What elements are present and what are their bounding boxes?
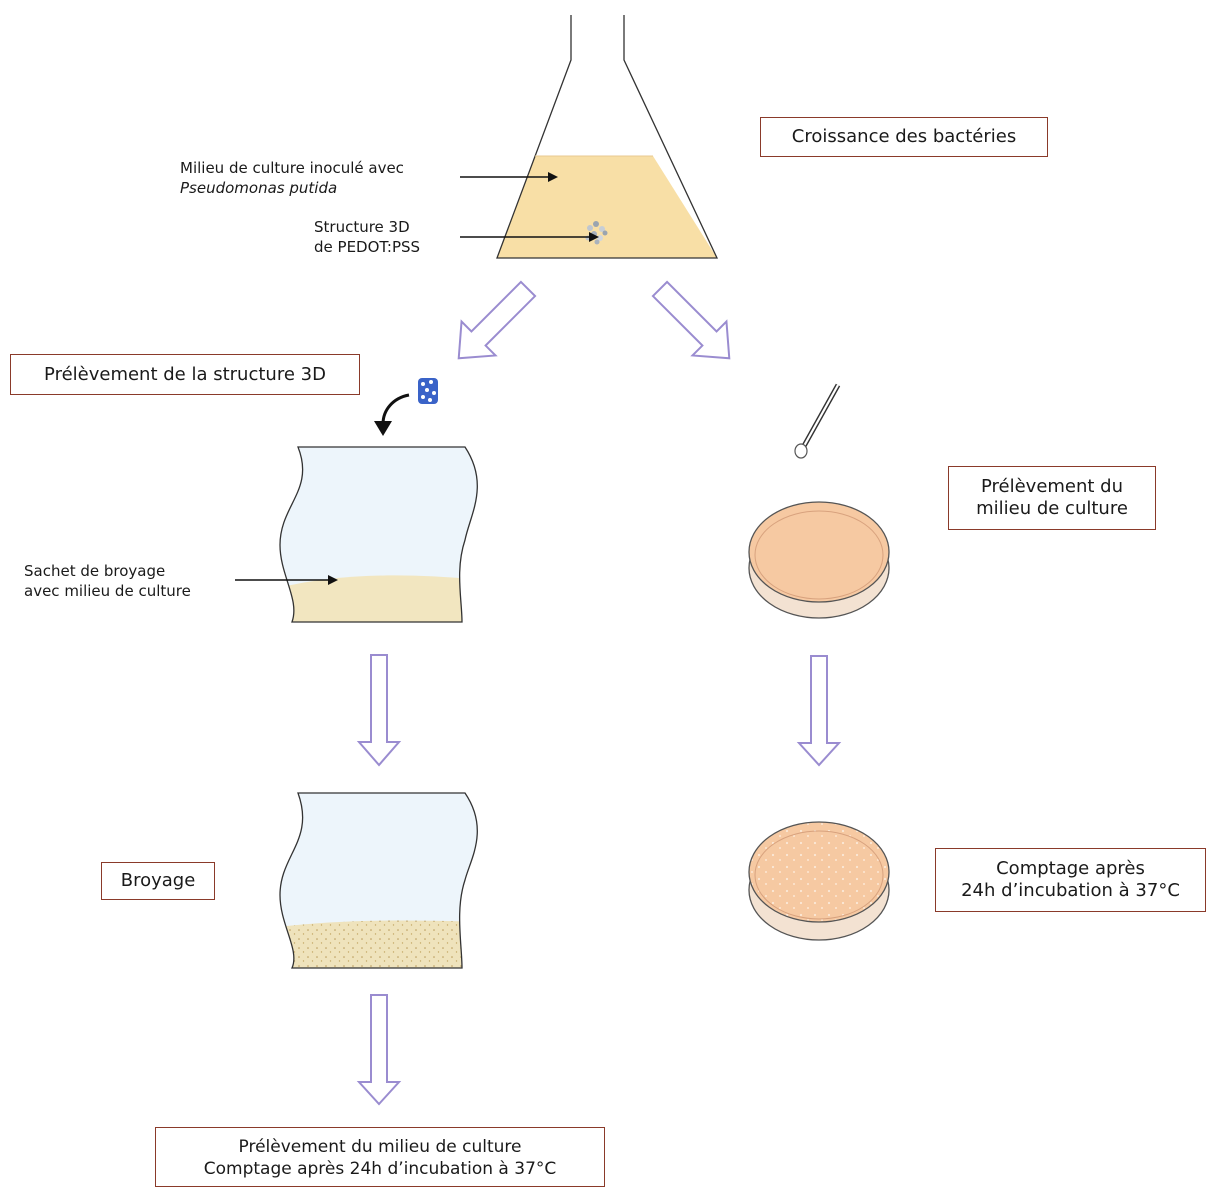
flow-arrow-left bbox=[457, 280, 537, 360]
medium-annotation-line2: Pseudomonas putida bbox=[180, 179, 338, 197]
flow-arrow-right bbox=[651, 280, 731, 360]
flow-arrow-down-left-1 bbox=[356, 654, 402, 767]
step-sampling-structure-box: Prélèvement de la structure 3D bbox=[10, 354, 360, 395]
step-sampling-medium-line1: Prélèvement du bbox=[980, 476, 1124, 497]
step-count-right-box: Comptage après 24h d’incubation à 37°C bbox=[935, 848, 1206, 912]
step-grinding-box: Broyage bbox=[101, 862, 215, 900]
step-final-line1: Prélèvement du milieu de culture bbox=[238, 1137, 522, 1157]
step-count-right-line2: 24h d’incubation à 37°C bbox=[961, 880, 1180, 901]
medium-annotation-line1: Milieu de culture inoculé avec bbox=[180, 159, 404, 177]
step-growth-box: Croissance des bactéries bbox=[760, 117, 1048, 157]
ground-bag-icon bbox=[279, 792, 478, 969]
blue-structure-icon bbox=[418, 378, 438, 404]
step-sampling-medium-line2: milieu de culture bbox=[976, 498, 1128, 519]
bag-annotation-line2: avec milieu de culture bbox=[24, 582, 191, 600]
step-final-line2: Comptage après 24h d’incubation à 37°C bbox=[203, 1159, 557, 1179]
step-grinding-label: Broyage bbox=[120, 870, 196, 891]
step-sampling-structure-label: Prélèvement de la structure 3D bbox=[44, 364, 326, 385]
flow-arrow-down-right bbox=[796, 655, 842, 767]
erlenmeyer-flask-icon bbox=[496, 15, 719, 259]
step-count-right-line1: Comptage après bbox=[996, 858, 1145, 879]
structure-annotation-line1: Structure 3D bbox=[314, 218, 410, 236]
structure-annotation-line2: de PEDOT:PSS bbox=[314, 238, 421, 256]
step-final-box: Prélèvement du milieu de culture Comptag… bbox=[155, 1127, 605, 1187]
step-sampling-medium-box: Prélèvement du milieu de culture bbox=[948, 466, 1156, 530]
step-growth-label: Croissance des bactéries bbox=[791, 126, 1017, 147]
curved-arrow-icon bbox=[381, 393, 410, 425]
petri-dish-colonies-icon bbox=[748, 821, 890, 941]
bag-annotation-line1: Sachet de broyage bbox=[24, 562, 166, 580]
petri-dish-icon bbox=[748, 501, 890, 619]
pipette-icon bbox=[794, 383, 841, 459]
grinding-bag-icon bbox=[279, 446, 478, 623]
flow-arrow-down-left-2 bbox=[356, 994, 402, 1106]
